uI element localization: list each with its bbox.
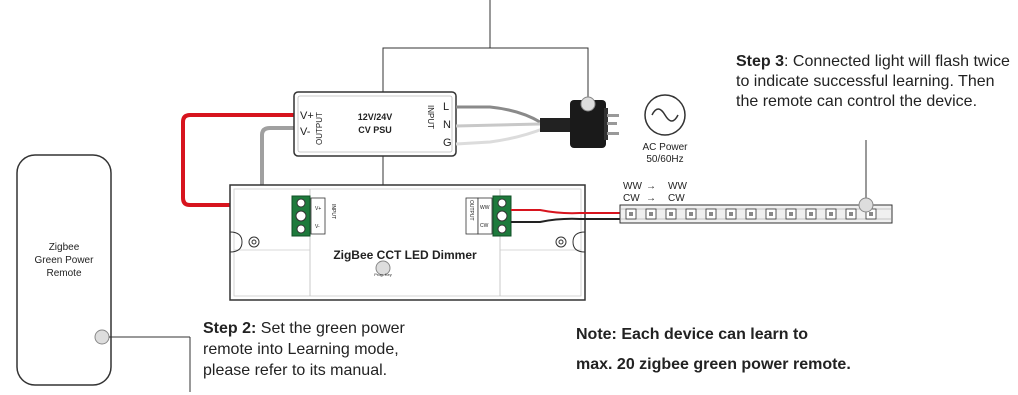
step2-text: Step 2: Set the green power remote into … xyxy=(203,318,433,381)
psu-l: L xyxy=(443,101,449,113)
plug-icon xyxy=(540,100,619,148)
step3-body: : Connected light will flash twice to in… xyxy=(736,53,1010,110)
psu-box: V+ V- OUTPUT 12V/24V CV PSU INPUT L N G xyxy=(293,91,457,157)
led-chip-core xyxy=(709,212,713,216)
psu-vplus: V+ xyxy=(300,110,314,122)
led-chip-core xyxy=(629,212,633,216)
remote-label: Zigbee Green Power Remote xyxy=(18,241,110,280)
dimmer-output-label: OUTPUT xyxy=(468,200,474,221)
note-text: Note: Each device can learn to max. 20 z… xyxy=(576,320,996,380)
strip-cw-from: CW xyxy=(623,193,640,204)
psu-voltage: 12V/24V xyxy=(358,112,393,122)
dimmer-output-terminal: OUTPUT WW CW xyxy=(465,195,512,237)
led-chip-core xyxy=(729,212,733,216)
psu-name: CV PSU xyxy=(358,125,392,135)
led-chip-core xyxy=(849,212,853,216)
dimmer-input-terminal: V+ V- INPUT xyxy=(291,195,336,237)
led-chips xyxy=(625,208,877,220)
wire-ww xyxy=(511,209,620,215)
red-wire-vplus xyxy=(181,113,296,207)
dimmer-name: ZigBee CCT LED Dimmer xyxy=(333,248,477,262)
led-chip-core xyxy=(749,212,753,216)
strip-ww-arrow: → xyxy=(646,181,656,192)
remote-label-line3: Remote xyxy=(46,268,82,279)
callout-dot-remote xyxy=(94,329,110,345)
callout-dot-strip xyxy=(858,197,874,213)
strip-cw-to: CW xyxy=(668,193,685,204)
ac-power-freq: 50/60Hz xyxy=(646,154,683,165)
green-power-remote xyxy=(16,154,112,386)
note-line1: Note: Each device can learn to xyxy=(576,326,809,343)
led-chip-core xyxy=(829,212,833,216)
step3-text: Step 3: Connected light will flash twice… xyxy=(736,52,1011,112)
prog-key-label: Prog. Key xyxy=(374,272,392,277)
ac-power-label: AC Power xyxy=(642,142,688,153)
dimmer-cw: CW xyxy=(480,223,489,229)
prog-key-button xyxy=(375,260,391,276)
dimmer-in-vminus: V- xyxy=(315,224,320,230)
psu-g: G xyxy=(443,137,452,149)
led-chip-core xyxy=(669,212,673,216)
strip-cw-arrow: → xyxy=(646,193,656,204)
remote-label-line2: Green Power xyxy=(34,255,94,266)
strip-ww-from: WW xyxy=(623,181,642,192)
callout-dot-plug xyxy=(580,96,596,112)
led-chip-core xyxy=(769,212,773,216)
wire-cw xyxy=(511,217,620,223)
led-chip-core xyxy=(689,212,693,216)
led-chip-core xyxy=(649,212,653,216)
dimmer-box xyxy=(229,184,586,301)
dimmer-in-vplus: V+ xyxy=(315,206,321,212)
step3-title: Step 3 xyxy=(736,53,785,70)
psu-vminus: V- xyxy=(300,126,311,138)
psu-input-label: INPUT xyxy=(426,105,435,129)
wire-n xyxy=(455,122,541,128)
step2-body: Set the green power remote into Learning… xyxy=(203,320,405,379)
note-line2: max. 20 zigbee green power remote. xyxy=(576,356,851,373)
wire-g xyxy=(455,126,546,146)
strip-ww-to: WW xyxy=(668,181,687,192)
led-chip-core xyxy=(809,212,813,216)
wire-l xyxy=(456,105,541,124)
step2-title: Step 2: xyxy=(203,320,257,337)
psu-output-label: OUTPUT xyxy=(315,112,324,145)
dimmer-input-label: INPUT xyxy=(330,204,336,219)
remote-label-line1: Zigbee xyxy=(48,242,80,253)
callout-line-top xyxy=(382,47,589,268)
led-chip-core xyxy=(789,212,793,216)
dimmer-ww: WW xyxy=(480,205,490,211)
ac-power-icon xyxy=(644,94,686,136)
led-chip-core xyxy=(869,212,873,216)
psu-n: N xyxy=(443,119,451,131)
